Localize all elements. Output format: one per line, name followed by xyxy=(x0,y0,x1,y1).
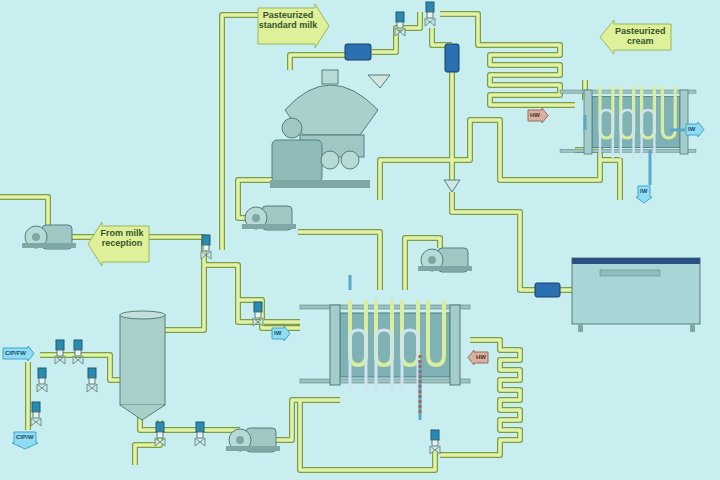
arrow-outline xyxy=(686,122,704,137)
flow-label: Pasteurized cream xyxy=(610,27,672,47)
valve xyxy=(430,430,440,454)
pump xyxy=(226,428,280,452)
flow-arrow: IW xyxy=(686,122,704,137)
arrow-outline xyxy=(528,108,548,123)
buffer-tank xyxy=(120,311,165,420)
pump xyxy=(22,225,76,249)
pump xyxy=(242,206,296,230)
valve xyxy=(55,340,65,364)
valve xyxy=(253,302,263,326)
flow-arrow: Pasteurized cream xyxy=(600,20,671,54)
arrow-outline xyxy=(272,326,290,341)
flow-label: HW xyxy=(476,354,486,361)
flow-arrow: CIP/FW xyxy=(3,346,34,361)
flow-arrow: CIP/W xyxy=(12,432,38,449)
valve xyxy=(87,368,97,392)
flow-label: CIP/FW xyxy=(5,350,26,357)
flow-label: IW xyxy=(274,330,281,337)
flow-label: Pasteurized standard milk xyxy=(251,11,325,31)
flow-arrow: HW xyxy=(468,350,488,365)
pump xyxy=(418,248,472,272)
flow-label: IW xyxy=(640,188,647,195)
valve xyxy=(37,368,47,392)
flow-arrow: HW xyxy=(528,108,548,123)
flow-label: HW xyxy=(530,112,540,119)
arrow-outline xyxy=(636,186,652,203)
separator xyxy=(270,70,390,188)
flow-label: CIP/W xyxy=(16,434,33,441)
flow-arrow: IW xyxy=(272,326,290,341)
flow-meter xyxy=(345,44,371,60)
flow-arrow: IW xyxy=(636,186,652,203)
flow-arrow: From milk reception xyxy=(88,222,149,266)
flow-arrow: Pasteurized standard milk xyxy=(258,4,329,48)
check-valve xyxy=(444,180,460,192)
flow-meter xyxy=(445,44,459,72)
flow-label: IW xyxy=(688,126,695,133)
valve xyxy=(195,422,205,446)
valve xyxy=(155,422,165,446)
control-panel xyxy=(572,258,700,332)
plate-heat-exchanger xyxy=(300,295,470,395)
valve xyxy=(425,2,435,26)
flow-meter xyxy=(535,283,560,297)
arrow-outline xyxy=(12,432,38,449)
valve xyxy=(201,235,211,259)
arrow-outline xyxy=(600,20,671,54)
plate-heat-exchanger xyxy=(560,82,696,162)
flow-label: From milk reception xyxy=(95,229,149,249)
arrow-outline xyxy=(88,222,149,266)
valve xyxy=(73,340,83,364)
arrow-outline xyxy=(3,346,34,361)
valve xyxy=(395,12,405,36)
arrow-outline xyxy=(468,350,488,365)
valve xyxy=(31,402,41,426)
